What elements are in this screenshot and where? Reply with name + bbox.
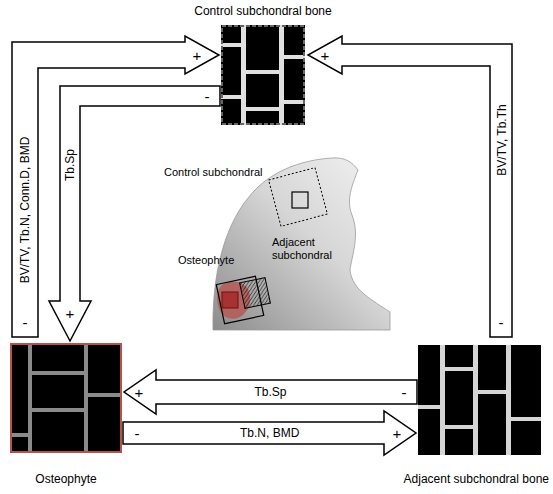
parameter-label: Tb.Sp <box>63 149 77 181</box>
parameter-label: Tb.Sp <box>255 385 287 399</box>
change-sign: - <box>499 315 504 330</box>
control-roi-square <box>292 192 308 208</box>
change-sign: - <box>402 385 407 400</box>
region-label: Osteophyte <box>178 254 234 267</box>
trabecular-image-node: Adjacent subchondral bone <box>418 345 541 455</box>
block-arrow <box>123 411 416 455</box>
trabecular-pattern <box>221 25 305 125</box>
parameter-label: BV/TV, Tb.N, Conn.D, BMD <box>18 137 32 284</box>
block-arrow <box>308 36 512 337</box>
change-sign: - <box>23 315 28 330</box>
node-title: Osteophyte <box>35 472 96 486</box>
node-title: Control subchondral bone <box>194 4 331 18</box>
change-sign: + <box>135 385 144 400</box>
block-arrow <box>124 370 417 414</box>
adjacent-roi-square <box>240 278 271 309</box>
trabecular-image-node: Osteophyte <box>10 343 122 453</box>
region-label: Adjacent subchondral <box>272 236 346 262</box>
trabecular-image-node: Control subchondral bone <box>221 25 305 125</box>
change-sign: - <box>135 426 140 441</box>
block-arrow <box>12 36 219 337</box>
control-region-box <box>269 168 328 227</box>
change-sign: + <box>321 48 330 63</box>
bone-shape <box>213 158 390 330</box>
trabecular-pattern <box>418 345 541 455</box>
change-sign: + <box>393 426 402 441</box>
change-sign: + <box>193 48 202 63</box>
change-sign: + <box>66 306 75 321</box>
node-title: Adjacent subchondral bone <box>404 472 549 486</box>
trabecular-pattern <box>10 343 122 453</box>
parameter-label: Tb.N, BMD <box>240 426 299 440</box>
change-sign: - <box>205 89 210 104</box>
block-arrow <box>49 86 220 341</box>
region-label: Control subchondral <box>164 166 262 179</box>
osteophyte-roi-square <box>222 292 238 308</box>
parameter-label: BV/TV, Tb.Th <box>494 104 508 175</box>
